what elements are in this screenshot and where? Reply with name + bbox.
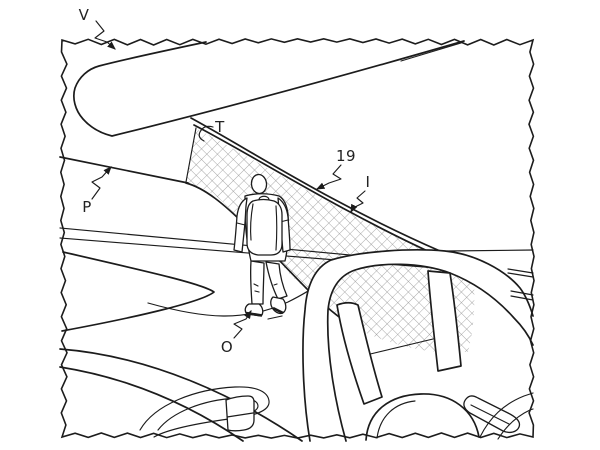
a-pillar-left-edge [185,127,197,183]
labels: V P T 19 I O [79,6,371,356]
label-t: T [214,118,225,136]
knee-wrinkles [253,283,278,293]
dash-sweep-2 [59,366,244,442]
right-shoe-sole [272,306,284,315]
wheel-spoke-left [336,301,383,405]
cowl-right-pair-2 [510,290,534,301]
label-19: 19 [336,147,356,165]
dash-line-behind-wheel [361,338,434,357]
leader-i [350,190,366,214]
a-pillar-hatch-area [186,128,475,352]
pedestrian-backpack [246,198,283,256]
ground-shadow [267,315,283,320]
pillar-edge-line-inner [193,124,435,255]
wheel-spoke-right [427,270,462,372]
wheel-hub-fill [366,393,479,446]
dashboard-trim [59,156,434,442]
a-pillar-display [185,117,475,352]
leader-o [233,310,252,339]
pedestrian [233,173,291,320]
control-stalk [463,395,521,434]
wheel-rim-outer-edge [302,249,534,442]
pedestrian-right-leg [265,261,288,300]
leader-p [91,166,112,200]
control-stalk-detail [470,404,510,425]
wheel-rim-fill [302,249,533,444]
pedestrian-left-arm [233,197,248,253]
dash-sweep-1 [59,348,303,442]
backpack-handle [258,195,270,201]
leader-v [94,20,116,50]
door-trim-v [61,251,215,332]
cowl-line [147,283,319,317]
backpack-strap [250,203,254,241]
door-pull-outer [139,386,270,438]
wheel-hub-outline [365,393,480,441]
column-line-1 [479,392,534,438]
leader-19 [315,164,342,190]
backpack-seam [275,205,278,251]
sun-visor-fill [73,34,467,136]
label-i: I [366,173,371,191]
right-cowl-lines [446,249,534,301]
torn-edge-border [59,37,535,439]
steering-wheel [302,249,534,446]
sleeve-cuff-left [236,222,246,226]
pillar-line-right [446,249,534,252]
label-p: P [82,198,92,216]
leader-t [198,125,214,142]
wheel-hub-detail [376,400,416,439]
door-pull-recess [225,395,255,432]
pillar-edge-line-outer [190,117,441,252]
sun-visor-outline [73,40,465,137]
wheel-rim-inner-edge [326,263,534,442]
windshield-lower-edge [59,156,189,184]
door-pull-recess-divider [226,412,254,418]
pedestrian-left-leg [249,260,265,305]
roof-edge-line [400,42,462,62]
cowl-right-pair-1 [507,268,534,278]
label-o: O [221,338,233,356]
pedestrian-head [250,173,268,195]
sun-visor [73,34,467,137]
label-v: V [79,6,90,24]
